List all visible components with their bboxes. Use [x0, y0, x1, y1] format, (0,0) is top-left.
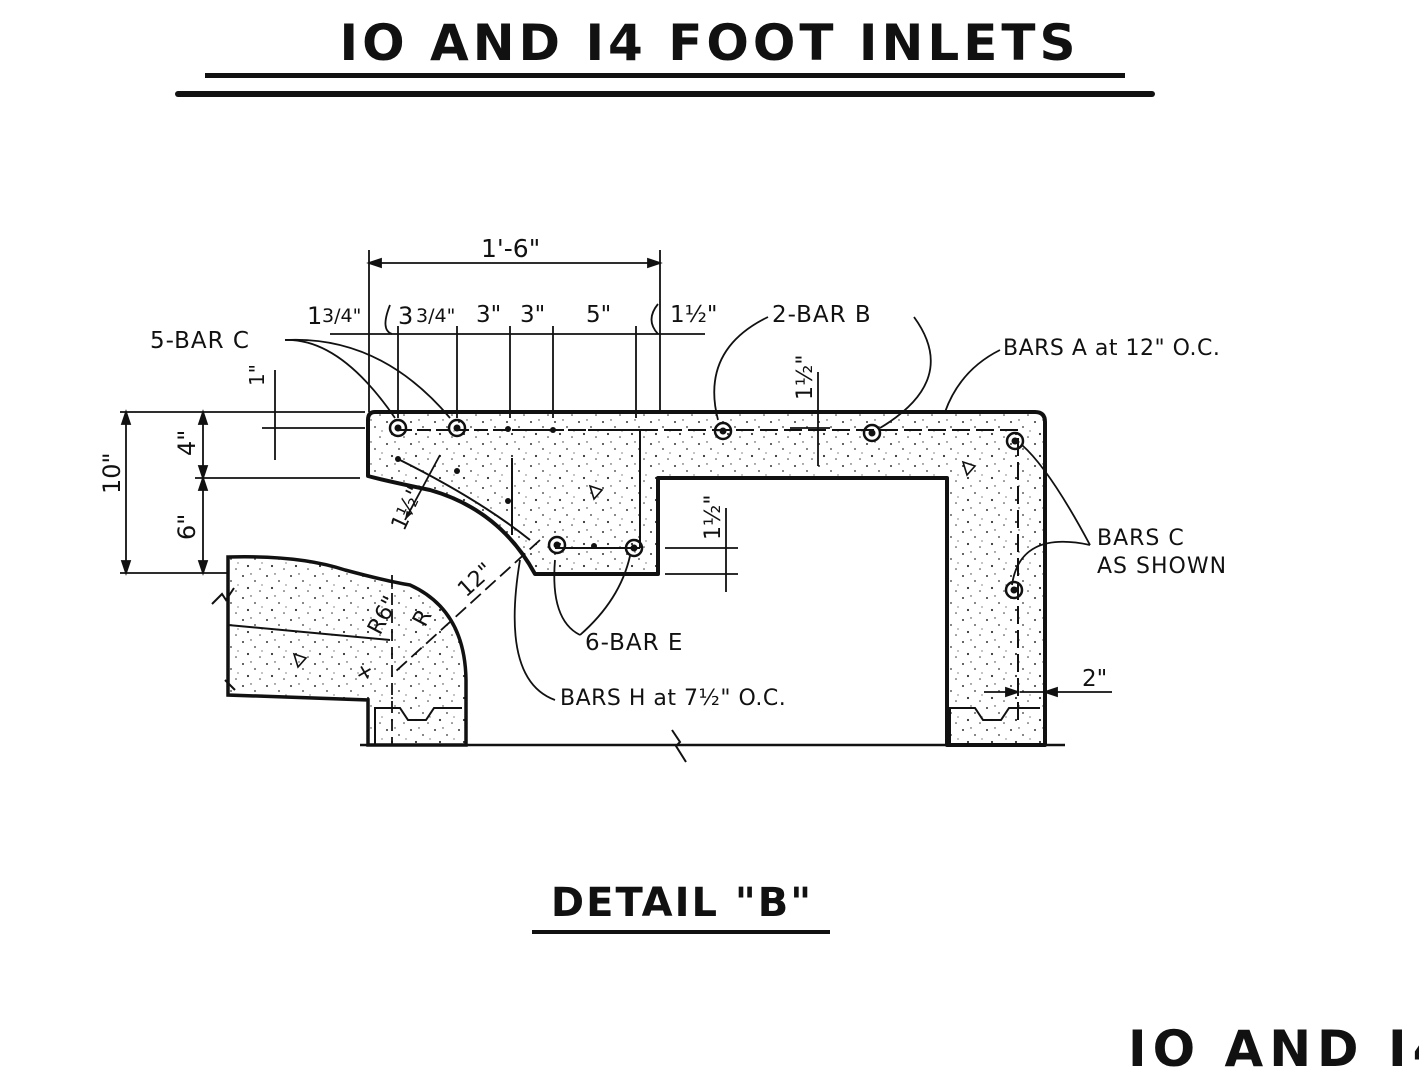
dim-vert-cover-mid: 1½": [701, 495, 726, 540]
callout-bar-b: 2-BAR B: [772, 302, 872, 328]
dim-height-total: 10": [98, 452, 126, 494]
dim-d1: 1: [307, 302, 322, 330]
callout-labels: 5-BAR C 2-BAR B BARS A at 12" O.C. BARS …: [150, 302, 1227, 711]
bar-b-2: [862, 423, 882, 443]
dim-d3: 3": [476, 302, 501, 328]
bar-c-2: [447, 418, 467, 438]
callout-bar-c-top: 5-BAR C: [150, 328, 250, 354]
dim-slope-len: 12": [453, 558, 498, 602]
dim-d5: 5": [586, 302, 611, 328]
detail-title-underline: [532, 930, 830, 934]
dim-d2: 3: [398, 302, 413, 330]
dim-height-bottom: 6": [173, 514, 201, 540]
dim-d2-frac: 3/4": [416, 305, 455, 327]
page-title: IO AND I4 FOOT INLETS: [339, 14, 1080, 72]
callout-bars-h: BARS H at 7½" O.C.: [560, 686, 786, 711]
detail-title: DETAIL "B": [550, 880, 814, 926]
dim-one-inch: 1": [245, 364, 269, 386]
dim-slope-cover: 1½": [387, 483, 429, 535]
concrete-section: +: [211, 410, 1065, 763]
dim-d1-frac: 3/4": [322, 305, 361, 327]
bar-markers: [388, 418, 1025, 600]
leader-lines: [284, 303, 1091, 701]
bar-e-2: [624, 538, 644, 558]
dim-d4: 3": [520, 302, 545, 328]
callout-bars-a: BARS A at 12" O.C.: [1003, 336, 1220, 361]
callout-bar-e: 6-BAR E: [585, 630, 683, 656]
bar-b-1: [713, 421, 733, 441]
dimension-labels: 1'-6" 1 3/4" 3 3/4" 3" 3" 5" 1½" 10" 4" …: [98, 234, 1107, 692]
bar-e-1: [547, 535, 567, 555]
footer-title: IO AND I4: [1128, 1020, 1419, 1078]
dim-side-cover: 2": [1082, 666, 1107, 692]
dim-vert-cover-top: 1½": [793, 355, 818, 400]
bar-c-3: [1005, 431, 1025, 451]
bar-c-4: [1004, 580, 1024, 600]
dim-d6: 1½": [670, 302, 718, 328]
bar-c-1: [388, 418, 408, 438]
dimension-lines: [120, 250, 1112, 745]
callout-bars-c-shown-2: AS SHOWN: [1097, 554, 1227, 579]
page-title-underline-2: [175, 91, 1155, 97]
callout-bars-c-shown-1: BARS C: [1097, 526, 1185, 551]
dim-overall-width: 1'-6": [481, 234, 540, 263]
dim-height-top: 4": [173, 430, 201, 456]
page-title-underline: [205, 73, 1125, 78]
